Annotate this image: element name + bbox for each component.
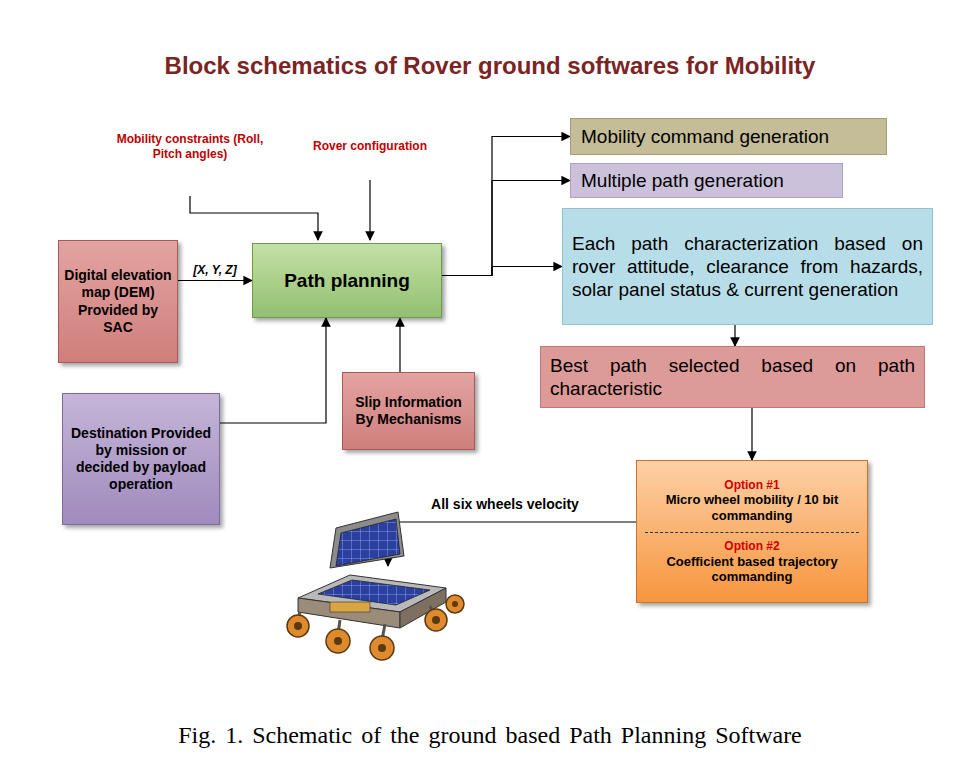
input-label: Mobility constraints (Roll, Pitch angles…: [105, 132, 275, 162]
connector-arrow: [220, 318, 326, 423]
output-arrow: [388, 522, 636, 566]
connector-arrow: [442, 181, 570, 276]
command-box: Option #1Micro wheel mobility / 10 bit c…: [636, 460, 868, 603]
option-text: Micro wheel mobility / 10 bit commanding: [645, 492, 859, 524]
signal-label: All six wheels velocity: [410, 496, 600, 514]
output-box: Each path characterization based on rove…: [562, 208, 933, 325]
input-box: Slip Information By Mechanisms: [342, 372, 475, 450]
box-text: Mobility command generation: [581, 125, 876, 148]
diagram-title: Block schematics of Rover ground softwar…: [0, 52, 980, 80]
option-heading: Option #2: [645, 532, 859, 554]
box-text: Best path selected based on path charact…: [550, 354, 915, 400]
output-box: Mobility command generation: [570, 118, 887, 155]
input-box: Digital elevation map (DEM) Provided by …: [58, 240, 178, 363]
box-text: Destination Provided by mission or decid…: [69, 425, 213, 493]
input-arrow: [369, 180, 370, 240]
rover-illustration: [287, 512, 464, 660]
input-arrow: [190, 196, 318, 240]
option-heading: Option #1: [645, 478, 859, 493]
connector-arrow: [751, 408, 752, 460]
selection-box: Best path selected based on path charact…: [540, 346, 925, 408]
option-text: Coefficient based trajectory commanding: [645, 554, 859, 586]
figure-caption: Fig. 1. Schematic of the ground based Pa…: [0, 722, 980, 749]
edge-label: [X, Y, Z]: [191, 263, 238, 277]
box-text: Slip Information By Mechanisms: [349, 394, 468, 428]
input-label: Rover configuration: [300, 139, 440, 154]
connector-arrow: [178, 280, 252, 281]
box-text: Multiple path generation: [581, 169, 832, 192]
connector-arrow: [442, 137, 570, 276]
process-box: Path planning: [252, 243, 442, 318]
input-box: Destination Provided by mission or decid…: [62, 393, 220, 525]
connector-arrow: [734, 325, 735, 346]
box-text: Each path characterization based on rove…: [572, 232, 923, 302]
box-text: Path planning: [261, 269, 433, 292]
connector-arrow: [399, 318, 400, 372]
connector-arrow: [442, 267, 562, 276]
box-text: Digital elevation map (DEM) Provided by …: [64, 267, 172, 335]
output-box: Multiple path generation: [570, 163, 843, 198]
